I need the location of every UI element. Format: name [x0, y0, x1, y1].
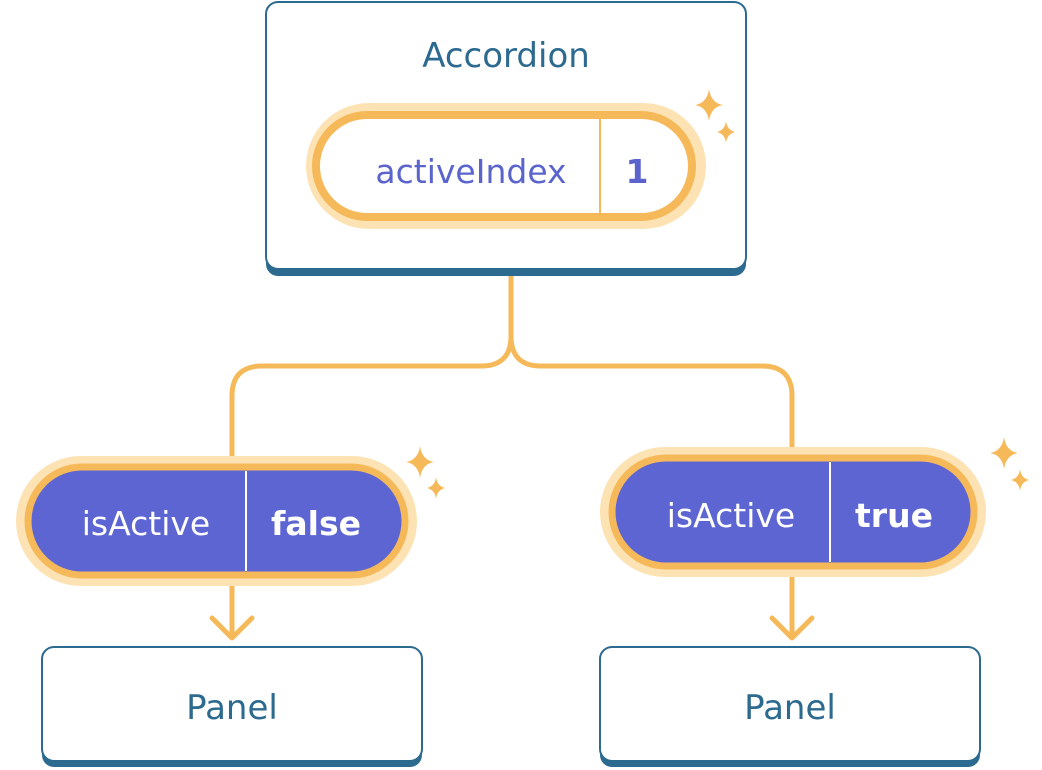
right-isactive-prop-pill: isActive true — [600, 447, 986, 577]
left-panel-node: Panel — [41, 646, 423, 767]
arrow-down-icon — [769, 615, 815, 641]
prop-key: isActive — [82, 504, 210, 543]
panel-title: Panel — [744, 688, 836, 728]
active-index-state-pill: activeIndex 1 — [306, 103, 706, 229]
prop-value: true — [855, 496, 933, 535]
pill-body — [24, 463, 409, 579]
pill-body — [312, 111, 696, 221]
pill-body — [608, 454, 978, 570]
panel-title: Panel — [186, 688, 278, 728]
tree-connectors — [209, 273, 815, 641]
sparkle-icon — [695, 89, 735, 143]
panel-box — [41, 646, 423, 762]
sparkle-icon — [406, 446, 445, 499]
state-key: activeIndex — [375, 152, 566, 191]
arrow-down-icon — [209, 615, 255, 641]
accordion-title: Accordion — [422, 36, 590, 76]
left-isactive-prop-pill: isActive false — [16, 456, 417, 586]
prop-value: false — [271, 504, 361, 543]
connector-trunk — [229, 273, 514, 461]
panel-box — [599, 646, 981, 762]
connector-right-branch — [508, 333, 795, 451]
accordion-node: Accordion activeIndex 1 — [265, 1, 747, 276]
prop-key: isActive — [667, 496, 795, 535]
state-value: 1 — [626, 152, 649, 191]
right-panel-node: Panel — [599, 646, 981, 767]
sparkle-icon — [990, 437, 1029, 491]
